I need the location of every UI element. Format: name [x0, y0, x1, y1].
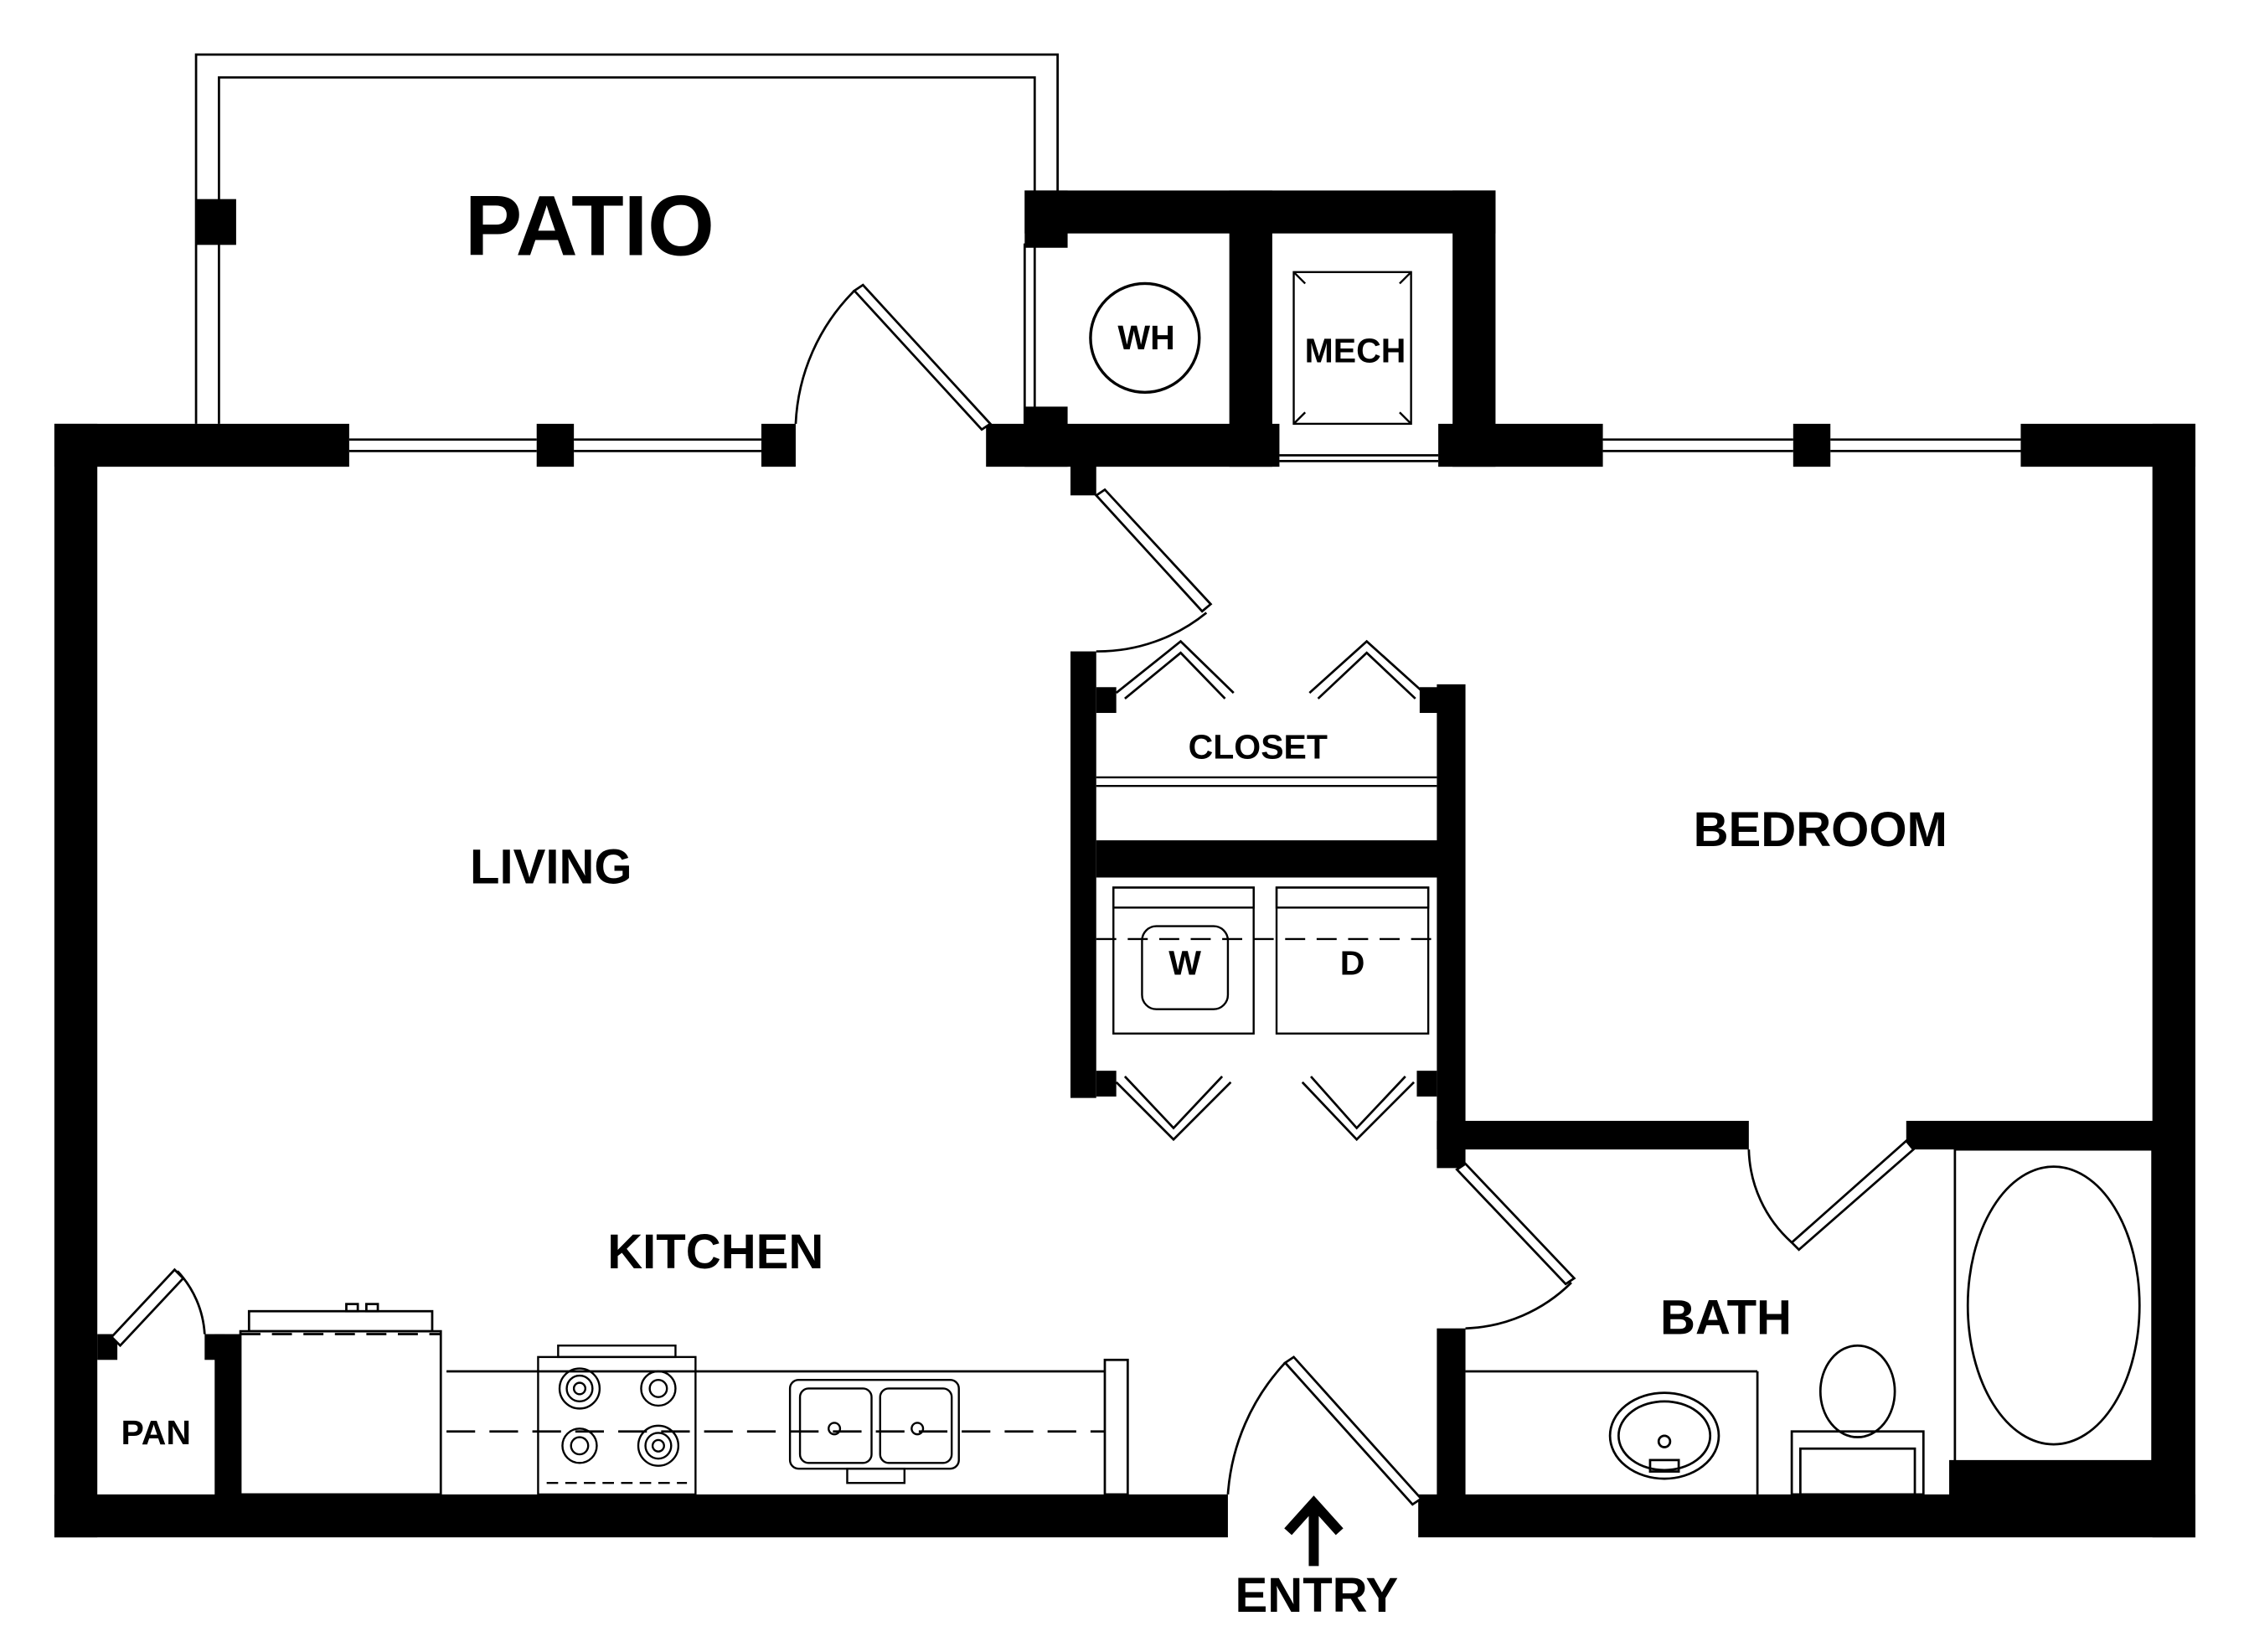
windows [348, 438, 2021, 462]
washer-label: W [1168, 944, 1201, 983]
bedroom-label: BEDROOM [1694, 803, 1947, 857]
doors [110, 283, 1916, 1506]
kitchen-sink [788, 1379, 960, 1484]
patio-post [196, 199, 236, 245]
closet-shelf [1096, 776, 1437, 787]
arrow-up-icon [1284, 1495, 1344, 1567]
kitchen-label: KITCHEN [607, 1225, 823, 1279]
mech-unit [1292, 271, 1412, 426]
pantry-label: PAN [121, 1413, 191, 1452]
bath-fixtures [1465, 1148, 2154, 1496]
water-heater-label: WH [1117, 318, 1174, 357]
patio-label: PATIO [465, 177, 714, 273]
living-label: LIVING [470, 839, 632, 894]
mech-label: MECH [1305, 331, 1406, 369]
closet-label: CLOSET [1189, 728, 1328, 767]
interior-walls [97, 651, 2175, 1504]
washer-dryer [1096, 886, 1437, 1035]
entry-label: ENTRY [1235, 1568, 1399, 1623]
bath-label: BATH [1660, 1291, 1792, 1345]
water-heater-tank [1089, 281, 1201, 395]
kitchen-counter [239, 1303, 1129, 1496]
exterior-walls [54, 190, 2195, 1538]
range [537, 1345, 697, 1496]
dryer-label: D [1340, 944, 1365, 983]
